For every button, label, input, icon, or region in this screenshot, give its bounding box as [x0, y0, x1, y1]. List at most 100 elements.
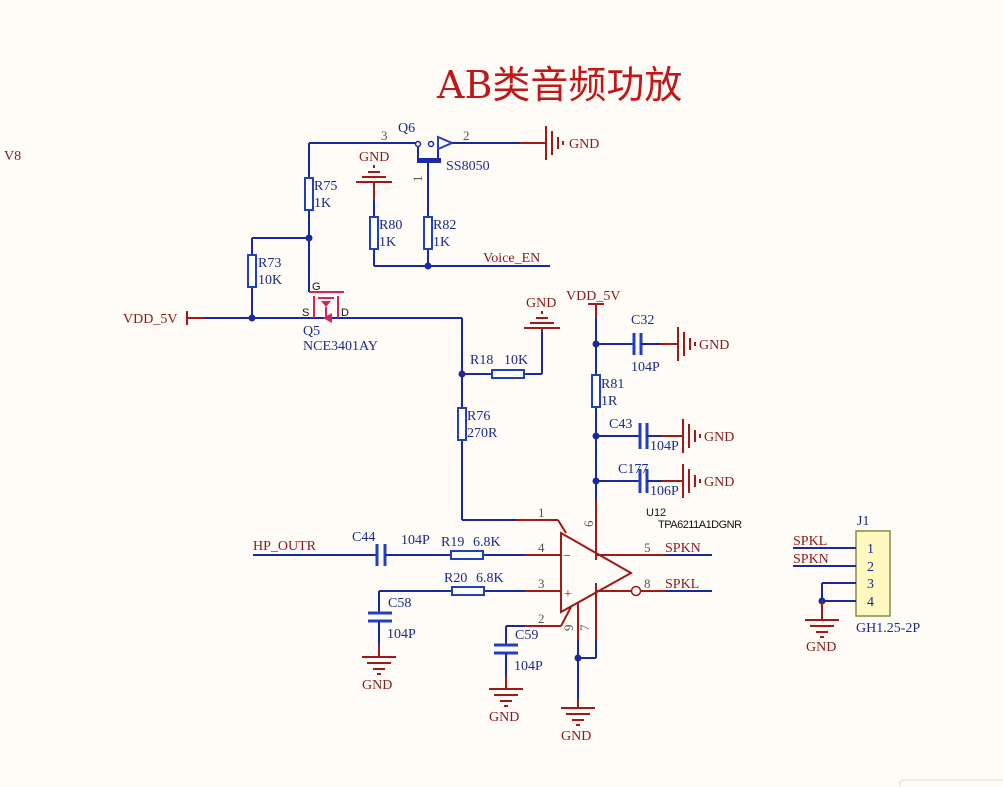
c177-value: 106P — [650, 484, 679, 499]
q5-pin-d: D — [341, 307, 349, 319]
q6-ref: Q6 — [398, 121, 415, 136]
vdd-label: VDD_5V — [566, 289, 620, 304]
c32-value: 104P — [631, 360, 660, 375]
r81-resistor[interactable] — [591, 374, 601, 408]
gnd-label: GND — [704, 475, 734, 490]
r81-ref: R81 — [601, 377, 624, 392]
gnd-symbol-q6 — [545, 126, 564, 160]
r80-value: 1K — [379, 235, 396, 250]
u12-pin6: 6 — [581, 520, 596, 527]
panel-edge — [899, 779, 1003, 787]
u12-pin8: 8 — [644, 576, 651, 591]
gnd-symbol-c58 — [362, 656, 396, 675]
r18-resistor[interactable] — [491, 369, 525, 379]
r20-ref: R20 — [444, 571, 467, 586]
c59-value: 104P — [514, 659, 543, 674]
r80-resistor[interactable] — [369, 216, 379, 250]
u12-plus: + — [564, 587, 572, 602]
voice-en-label: Voice_EN — [483, 251, 540, 266]
r75-resistor[interactable] — [304, 177, 314, 211]
gnd-label: GND — [489, 710, 519, 725]
j1-pin2: 2 — [867, 560, 874, 575]
u12-pin1: 1 — [538, 505, 545, 520]
hp-outr-label: HP_OUTR — [253, 539, 317, 554]
gnd-symbol-r18 — [524, 311, 560, 332]
r76-value: 270R — [467, 426, 498, 441]
q6-pin2: 2 — [463, 128, 470, 143]
c43-ref: C43 — [609, 417, 632, 432]
gnd-symbol-c43 — [682, 419, 701, 453]
r18-value: 10K — [504, 353, 528, 368]
q5-pin-s: S — [302, 307, 309, 319]
gnd-label: GND — [699, 338, 729, 353]
c43-value: 104P — [650, 439, 679, 454]
r73-ref: R73 — [258, 256, 281, 271]
u12-value: TPA6211A1DGNR — [658, 519, 742, 531]
u12-pin3: 3 — [538, 576, 545, 591]
c59-ref: C59 — [515, 628, 538, 643]
gnd-symbol-c32 — [677, 327, 696, 361]
c58-value: 104P — [387, 627, 416, 642]
gnd-label: GND — [362, 678, 392, 693]
r20-value: 6.8K — [476, 571, 504, 586]
spkl-label: SPKL — [665, 577, 699, 592]
q6-base-bar — [417, 158, 441, 163]
c177-ref: C177 — [618, 462, 648, 477]
q5-mosfet[interactable] — [309, 291, 344, 323]
u12-ref: U12 — [646, 507, 666, 519]
r82-resistor[interactable] — [423, 216, 433, 250]
r82-value: 1K — [433, 235, 450, 250]
j1-pin1: 1 — [867, 542, 874, 557]
r19-value: 6.8K — [473, 535, 501, 550]
r73-value: 10K — [258, 273, 282, 288]
gnd-label: GND — [569, 137, 599, 152]
j1-pin3: 3 — [867, 577, 874, 592]
r18-ref: R18 — [470, 353, 493, 368]
r19-resistor[interactable] — [450, 550, 484, 560]
gnd-label: GND — [526, 296, 556, 311]
gnd-symbol-r80 — [356, 165, 392, 200]
q6-value: SS8050 — [446, 159, 490, 174]
r75-ref: R75 — [314, 179, 337, 194]
r76-ref: R76 — [467, 409, 490, 424]
u12-pin9: 9 — [561, 625, 576, 632]
c32-ref: C32 — [631, 313, 654, 328]
q5-value: NCE3401AY — [303, 339, 378, 354]
r81-value: 1R — [601, 394, 618, 409]
vdd-label: VDD_5V — [123, 312, 177, 327]
u12-minus: − — [563, 549, 571, 564]
c58-ref: C58 — [388, 596, 411, 611]
q5-ref: Q5 — [303, 324, 320, 339]
r73-resistor[interactable] — [247, 254, 257, 288]
c44-ref: C44 — [352, 530, 375, 545]
r82-ref: R82 — [433, 218, 456, 233]
j1-ref: J1 — [857, 514, 869, 529]
q6-pin3: 3 — [381, 128, 388, 143]
j1-pin4: 4 — [867, 595, 874, 610]
r80-ref: R80 — [379, 218, 402, 233]
spkn-label: SPKN — [793, 552, 829, 567]
spkl-label: SPKL — [793, 534, 827, 549]
j1-value: GH1.25-2P — [856, 621, 920, 636]
u12-pin2: 2 — [538, 611, 545, 626]
gnd-label: GND — [561, 729, 591, 744]
gnd-symbol-j1 — [805, 619, 839, 638]
gnd-symbol-c59 — [489, 688, 523, 707]
gnd-label: GND — [359, 150, 389, 165]
gnd-label: GND — [806, 640, 836, 655]
u12-pin5: 5 — [644, 540, 651, 555]
q6-transistor[interactable] — [309, 135, 546, 218]
q5-pin-g: G — [312, 281, 321, 293]
r19-ref: R19 — [441, 535, 464, 550]
q6-pin1: 1 — [410, 176, 425, 183]
sheet-label: V8 — [4, 149, 21, 164]
schematic-title: AB类音频功放 — [436, 63, 682, 107]
u12-pin4: 4 — [538, 540, 545, 555]
r76-resistor[interactable] — [457, 407, 467, 441]
r20-resistor[interactable] — [451, 586, 485, 596]
j1-connector[interactable] — [855, 530, 891, 617]
gnd-symbol-u12 — [561, 707, 595, 726]
u12-pin7: 7 — [577, 624, 592, 631]
r75-value: 1K — [314, 196, 331, 211]
